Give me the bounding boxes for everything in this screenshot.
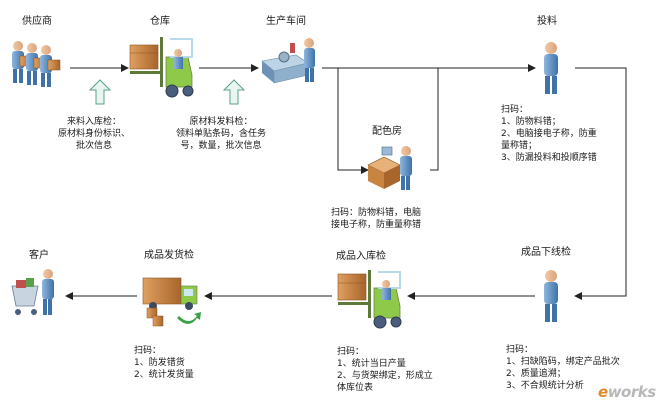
finished-offline-label: 成品下线检 (521, 247, 571, 258)
watermark-logo: eworks (598, 383, 656, 401)
finished-shipping-label: 成品发货检 (144, 250, 194, 261)
color-room-scan-note: 扫码：防物料错，电脑 接电子称，防重量称错 (331, 208, 422, 230)
supplier-label: 供应商 (22, 16, 52, 27)
incoming-inspection-up-arrow (88, 79, 112, 105)
raw-issue-inspection-note: 原材料发料检： 领料单贴条码，含任务 号，数量，批次信息 (176, 117, 267, 151)
shipping-scan-note: 扫码： 1、防发错货 2、统计发货量 (134, 346, 194, 380)
offline-worker-icon (544, 270, 558, 322)
production-workstation-icon (261, 38, 315, 84)
shipping-truck-icon (142, 277, 201, 327)
inbound-forklift-icon (337, 270, 402, 329)
color-room-workstation-icon (367, 146, 412, 190)
customer-cart-icon (11, 269, 54, 315)
warehouse-label: 仓库 (150, 16, 170, 27)
supplier-workers-icon (12, 41, 61, 87)
offline-scan-note: 扫码： 1、扫缺陷码，绑定产品批次 2、质量追溯； 3、不合规统计分析 (506, 345, 620, 391)
warehouse-forklift-icon (129, 37, 194, 98)
feeding-worker-icon (544, 42, 558, 94)
inbound-scan-note: 扫码： 1、统计当日产量 2、与货架绑定，形成立 体库位表 (337, 347, 433, 393)
connector-color-room-to-feeding-line (430, 68, 439, 171)
customer-label: 客户 (29, 250, 49, 261)
connector-production-to-color-room (337, 68, 369, 174)
feeding-scan-note: 扫码： 1、防物料错； 2、电脑接电子称，防重 量称错； 3、防漏投料和投顺序错 (501, 105, 597, 163)
connector-feeding-to-offline (574, 67, 627, 300)
incoming-inspection-note: 来料入库检： 原材料身份标识、 批次信息 (58, 117, 131, 151)
feeding-label: 投料 (537, 16, 557, 27)
color-room-label: 配色房 (372, 126, 402, 137)
issue-inspection-up-arrow (222, 79, 246, 105)
production-label: 生产车间 (266, 16, 306, 27)
flow-connectors (65, 64, 627, 300)
finished-inbound-label: 成品入库检 (336, 251, 386, 262)
